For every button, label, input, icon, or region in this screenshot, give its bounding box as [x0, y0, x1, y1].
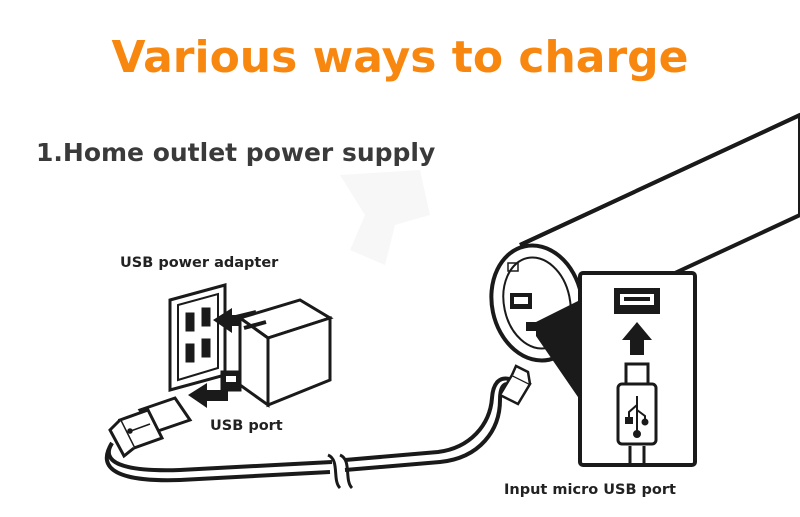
- end-cap-details: [507, 262, 536, 331]
- usb-power-adapter-label: USB power adapter: [120, 255, 279, 271]
- page-title: Various ways to charge: [111, 32, 689, 83]
- usb-a-plug: [108, 396, 193, 459]
- usb-port-label: USB port: [210, 418, 283, 434]
- usb-symbol-icon: [625, 396, 649, 438]
- watermark: [340, 170, 430, 265]
- usb-symbol-icon-2: [127, 423, 151, 434]
- usb-power-adapter: [220, 298, 334, 408]
- light-bar: [489, 112, 800, 363]
- arrow-left-icon-2: [188, 383, 228, 408]
- input-micro-usb-port-label: Input micro USB port: [504, 482, 676, 498]
- micro-usb-inset: [578, 271, 697, 467]
- micro-usb-plug: [498, 364, 532, 406]
- arrow-up-icon: [622, 322, 652, 355]
- usb-cable: [104, 376, 517, 490]
- arrow-left-icon: [213, 308, 255, 333]
- zoom-wedge: [536, 300, 580, 400]
- wall-outlet: [168, 283, 227, 392]
- section-heading: 1.Home outlet power supply: [36, 138, 436, 167]
